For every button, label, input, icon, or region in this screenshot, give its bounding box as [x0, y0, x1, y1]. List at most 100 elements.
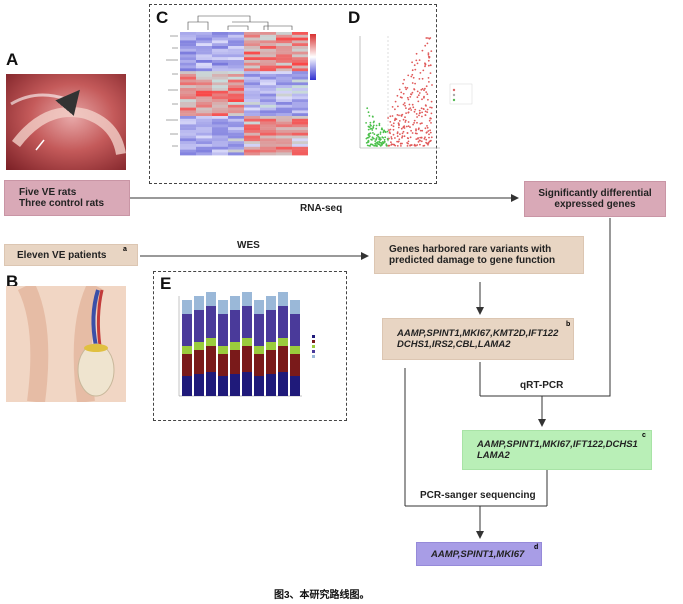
- heatmap-cell: [260, 107, 276, 111]
- heatmap-cell: [244, 138, 260, 142]
- volcano-point: [421, 98, 423, 101]
- heatmap-cell: [260, 118, 276, 122]
- stacked-bar-segment: [206, 338, 216, 346]
- heatmap-cell: [180, 99, 196, 103]
- stacked-bar-segment: [218, 354, 228, 376]
- heatmap-cell: [244, 34, 260, 38]
- heatmap-cell: [260, 68, 276, 72]
- volcano-point: [411, 61, 413, 64]
- volcano-point: [418, 114, 420, 117]
- heatmap-cell: [196, 107, 212, 111]
- heatmap-cell: [212, 43, 228, 47]
- volcano-point: [372, 132, 374, 134]
- heatmap-cell: [180, 146, 196, 150]
- volcano-point: [366, 107, 369, 110]
- heatmap-cell: [196, 135, 212, 139]
- volcano-point: [367, 111, 370, 114]
- volcano-point: [419, 136, 422, 139]
- heatmap-cell: [180, 138, 196, 142]
- heatmap-cell: [228, 149, 244, 153]
- heatmap-cell: [196, 34, 212, 38]
- heatmap-cell: [244, 121, 260, 125]
- volcano-point: [378, 136, 381, 139]
- qrt-sup: c: [642, 432, 646, 439]
- volcano-point: [429, 37, 432, 39]
- heatmap-cell: [260, 116, 276, 119]
- heatmap-cell: [196, 93, 212, 97]
- heatmap-cell: [212, 71, 228, 75]
- stacked-bar-segment: [290, 376, 300, 396]
- volcano-point: [420, 107, 423, 110]
- volcano-point: [390, 144, 393, 146]
- volcano-point: [403, 78, 405, 81]
- volcano-point: [373, 137, 375, 140]
- stacked-bar-segment: [230, 296, 240, 310]
- heatmap-cell: [196, 57, 212, 61]
- volcano-point: [429, 129, 431, 132]
- volcano-point: [414, 82, 416, 85]
- stacked-bars: [182, 292, 300, 396]
- sanger-label: PCR-sanger sequencing: [420, 490, 536, 501]
- heatmap-cell: [292, 144, 308, 147]
- heatmap-cell: [180, 65, 196, 69]
- heatmap-cell: [228, 65, 244, 69]
- heatmap-cell: [180, 149, 196, 153]
- volcano-point: [407, 74, 410, 77]
- volcano-point: [427, 143, 429, 146]
- heatmap-cell: [228, 138, 244, 142]
- stacked-bar-segment: [218, 314, 228, 346]
- volcano-point: [390, 124, 393, 126]
- heatmap-cell: [180, 118, 196, 122]
- volcano-point: [425, 37, 428, 39]
- volcano-point: [368, 133, 370, 136]
- heatmap-cell: [180, 32, 196, 35]
- volcano-point: [430, 100, 433, 103]
- volcano-point: [404, 116, 406, 119]
- heatmap-cell: [292, 146, 308, 150]
- heatmap-cells: [180, 32, 308, 156]
- volcano-point: [367, 128, 370, 131]
- heatmap-cell: [292, 74, 308, 77]
- volcano-point: [424, 62, 426, 65]
- heatmap-cell: [196, 118, 212, 122]
- volcano-point: [402, 92, 405, 95]
- volcano-point: [404, 104, 406, 107]
- heatmap-cell: [244, 113, 260, 117]
- stacked-bar-segment: [218, 346, 228, 354]
- volcano-point: [428, 81, 430, 83]
- heatmap-cell: [276, 152, 292, 156]
- volcano-point: [427, 59, 430, 62]
- volcano-point: [401, 132, 404, 135]
- volcano-point: [424, 87, 426, 90]
- rat-surgery-photo: [6, 74, 126, 170]
- heatmap-cell: [196, 37, 212, 41]
- heatmap-cell: [292, 62, 308, 66]
- heatmap-cell: [292, 46, 308, 49]
- final-genes-text: AAMP,SPINT1,MKI67: [431, 548, 525, 560]
- heatmap-cell: [292, 37, 308, 41]
- volcano-point: [423, 89, 425, 92]
- volcano-point: [390, 137, 393, 140]
- sig-genes-line1: Significantly differential: [538, 188, 652, 199]
- heatmap-cell: [276, 121, 292, 125]
- stacked-bar-segment: [278, 338, 288, 346]
- heatmap-cell: [228, 46, 244, 49]
- stacked-bar-segment: [254, 300, 264, 314]
- volcano-point: [384, 136, 387, 139]
- volcano-point: [373, 144, 375, 147]
- qrt-pcr-label: qRT-PCR: [520, 380, 564, 391]
- volcano-point: [426, 126, 429, 129]
- volcano-point: [407, 121, 410, 123]
- heatmap-cell: [212, 107, 228, 111]
- heatmap-cell: [260, 152, 276, 156]
- stacked-bar-segment: [278, 306, 288, 338]
- heatmap-cell: [212, 48, 228, 52]
- heatmap-cell: [212, 93, 228, 97]
- heatmap-cell: [244, 46, 260, 49]
- stacked-bar-segment: [230, 342, 240, 350]
- volcano-point: [429, 72, 432, 74]
- volcano-point: [420, 136, 423, 139]
- volcano-point: [398, 138, 401, 141]
- volcano-point: [430, 106, 433, 109]
- heatmap-cell: [244, 96, 260, 100]
